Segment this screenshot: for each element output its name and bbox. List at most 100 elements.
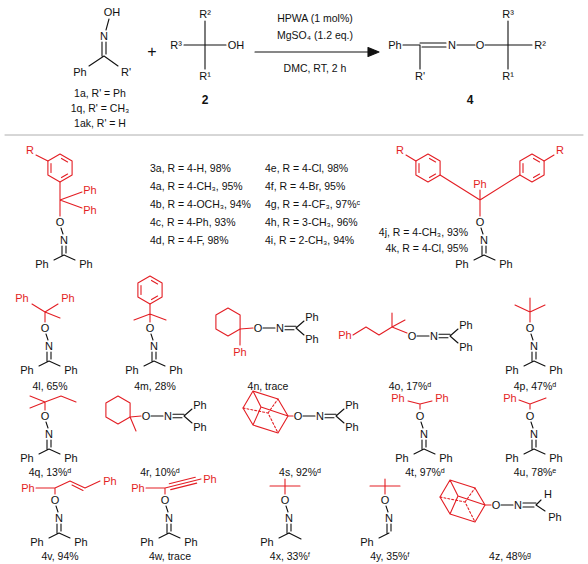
atom-label: N <box>430 331 438 342</box>
atom-label: Ph <box>305 334 318 345</box>
oxime-fragment <box>49 506 70 538</box>
diaryl-fragment <box>406 154 554 216</box>
reaction-arrow <box>255 48 379 57</box>
compound-label: 4u, 78%ᵉ <box>514 467 556 478</box>
atom-label: R <box>26 145 34 156</box>
bond-line <box>403 21 532 69</box>
compound-label: 4f, R = 4-Br, 95% <box>265 181 345 192</box>
compound-label: 4t, 97%ᵈ <box>405 467 445 478</box>
atom-label: O <box>161 495 170 506</box>
atom-label: R <box>556 145 564 156</box>
compound-label: 4w, trace <box>149 551 191 562</box>
compound-label: 3a, R = 4-H, 98% <box>150 163 231 174</box>
bond-line <box>36 155 82 216</box>
compound-label: 4a, R = 4-CH₃, 95% <box>150 181 243 192</box>
atom-label: Ph <box>203 474 216 485</box>
bond-line <box>368 48 379 57</box>
atom-label: OH <box>104 7 121 18</box>
atom-label: R' <box>415 71 425 82</box>
atom-label: Ph <box>505 365 518 376</box>
atom-label: R¹ <box>502 71 514 82</box>
cyclohexyl-fragment <box>216 308 253 345</box>
atom-label: O <box>41 411 50 422</box>
atom-label: Ph <box>459 342 472 353</box>
bond-line <box>106 396 130 424</box>
compound-label: 4p, 47%ᵈ <box>514 381 557 392</box>
atom-label: O <box>492 500 501 511</box>
atom-label: R¹ <box>199 71 211 82</box>
oxime-fragment <box>151 409 192 423</box>
atom-label: O <box>526 411 535 422</box>
atom-label: Ph <box>131 483 144 494</box>
compound-label: 4g, R = 4-CF₃, 97%ᶜ <box>265 199 360 210</box>
compound-label: MgSO₄ (1.2 eq.) <box>277 30 353 41</box>
atom-label: R³ <box>502 9 514 20</box>
compound-label: 4i, R = 2-CH₃, 94% <box>265 235 354 246</box>
atom-label: Ph <box>20 365 33 376</box>
bond-line <box>288 415 293 416</box>
bond-line <box>406 155 554 216</box>
phenethyl-fragment <box>519 398 546 409</box>
atom-label: N <box>448 40 456 51</box>
atom-label: O <box>146 323 155 334</box>
bond-line <box>89 19 118 66</box>
plus-sign: + <box>147 44 156 60</box>
reactant-alcohol <box>184 21 226 69</box>
atom-label: Ph <box>260 537 273 548</box>
atom-label: Ph <box>193 422 206 433</box>
bond-line <box>138 276 162 304</box>
atom-label: O <box>476 40 485 51</box>
bond-line <box>216 308 240 336</box>
bond-line <box>184 21 226 69</box>
atom-label: N <box>100 31 108 42</box>
atom-label: N <box>164 411 172 422</box>
compound-label: 4l, 65% <box>32 381 67 392</box>
atom-label: Ph <box>388 40 401 51</box>
atom-label: Ph <box>345 400 358 411</box>
atom-label: R² <box>534 40 546 51</box>
atom-label: OH <box>228 40 245 51</box>
atom-label: Ph <box>83 185 96 196</box>
compound-label: 4e, R = 4-Cl, 98% <box>265 163 348 174</box>
atom-label: N <box>480 235 488 246</box>
atom-label: Ph <box>30 537 43 548</box>
atom-label: Ph <box>395 453 408 464</box>
compound-label: 4v, 94% <box>41 551 78 562</box>
atom-label: Ph <box>193 400 206 411</box>
atom-label: Ph <box>125 365 138 376</box>
compound-label: 4k, R = 4-Cl, 95% <box>385 243 468 254</box>
compound-number: 4 <box>467 94 474 106</box>
oxime-fragment <box>524 422 545 454</box>
atom-label: Ph <box>74 537 87 548</box>
cinnamyl-fragment <box>36 481 100 494</box>
atom-label: O <box>41 323 50 334</box>
compound-label: 4c, R = 4-Ph, 93% <box>150 217 236 228</box>
atom-label: O <box>416 411 425 422</box>
atom-label: Ph <box>499 259 512 270</box>
alkyl-fragment <box>30 396 76 410</box>
compound-label: 4b, R = 4-OCH₃, 94% <box>150 199 251 210</box>
atom-label: Ph <box>61 293 74 304</box>
atom-label: N <box>276 323 284 334</box>
atom-label: N <box>385 513 393 524</box>
atom-label: Ph <box>21 483 34 494</box>
atom-label: Ph <box>439 453 452 464</box>
atom-label: Ph <box>549 365 562 376</box>
atom-label: O <box>476 217 485 228</box>
compound-label: 4m, 28% <box>134 381 175 392</box>
benzhydryl-fragment <box>408 401 432 409</box>
oxime-fragment <box>474 228 495 260</box>
bond-line <box>243 391 288 433</box>
atom-label: N <box>150 341 158 352</box>
oxime-fragment <box>524 334 545 366</box>
atom-label: Ph <box>73 67 86 78</box>
oxime-fragment <box>303 409 344 423</box>
atom-label: Ph <box>455 259 468 270</box>
atom-label: N <box>285 513 293 524</box>
bond-line <box>520 154 544 182</box>
methyl-bond <box>289 533 301 539</box>
oxime-fragment <box>417 329 458 343</box>
tbutyl-fragment <box>515 298 545 322</box>
compound-label: HPWA (1 mol%) <box>277 13 352 24</box>
compound-label: 4d, R = 4-F, 98% <box>150 235 229 246</box>
